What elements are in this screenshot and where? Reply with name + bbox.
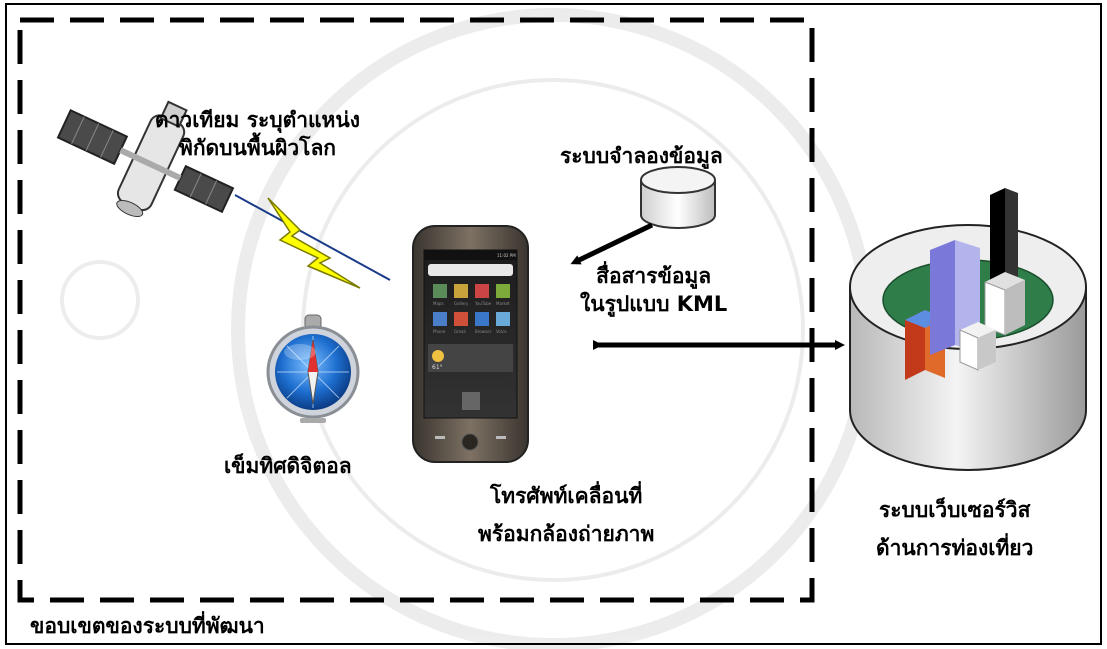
phone-label: โทรศัพท์เคลื่อนที่ พร้อมกล้องถ่ายภาพ	[478, 482, 654, 548]
communication-label-line1: สื่อสารข้อมูล	[596, 264, 712, 288]
communication-label: สื่อสารข้อมูล ในรูปแบบ KML	[580, 262, 727, 318]
satellite-icon	[56, 100, 235, 218]
satellite-label: ดาวเทียม ระบุตำแหน่ง พิกัดบนพื้นผิวโลก	[155, 106, 360, 162]
database-icon	[640, 166, 716, 229]
outer-frame	[5, 3, 1102, 645]
satellite-signal-line	[234, 194, 391, 281]
smartphone-icon: Maps Gallery YouTube Market Phone Gmail …	[412, 225, 529, 463]
phone-label-line1: โทรศัพท์เคลื่อนที่	[490, 484, 643, 508]
boundary-label-text: ขอบเขตของระบบที่พัฒนา	[30, 614, 265, 638]
web-service-label: ระบบเว็บเซอร์วิส ด้านการท่องเที่ยว	[876, 496, 1033, 562]
lightning-icon	[267, 197, 361, 289]
app-label: Phone	[433, 329, 446, 334]
kml-arrow	[570, 222, 654, 265]
app-label: Gmail	[454, 329, 466, 334]
data-store-label-text: ระบบจำลองข้อมูล	[560, 144, 723, 168]
satellite-label-line2: พิกัดบนพื้นผิวโลก	[178, 136, 337, 160]
app-label: Gallery	[454, 301, 469, 306]
communication-label-line2: ในรูปแบบ KML	[580, 292, 728, 316]
weather-temp: 61°	[432, 364, 443, 371]
satellite-label-line1: ดาวเทียม ระบุตำแหน่ง	[155, 108, 361, 132]
system-boundary	[17, 17, 815, 603]
compass-label-text: เข็มทิศดิจิตอล	[224, 454, 352, 478]
app-label: Browser	[475, 329, 492, 334]
boundary-label: ขอบเขตของระบบที่พัฒนา	[30, 612, 265, 640]
compass-icon	[266, 314, 360, 423]
web-service-label-line1: ระบบเว็บเซอร์วิส	[878, 498, 1031, 522]
compass-label: เข็มทิศดิจิตอล	[224, 452, 352, 480]
app-label: Voice	[496, 329, 507, 334]
web-service-label-line2: ด้านการท่องเที่ยว	[876, 536, 1034, 560]
app-label: YouTube	[474, 301, 492, 306]
app-label: Market	[496, 301, 510, 306]
data-store-label: ระบบจำลองข้อมูล	[560, 142, 723, 170]
phone-label-line2: พร้อมกล้องถ่ายภาพ	[478, 522, 655, 546]
status-time: 11:02 PM	[497, 253, 516, 258]
app-label: Maps	[433, 301, 444, 306]
web-service-server-icon	[849, 188, 1087, 471]
